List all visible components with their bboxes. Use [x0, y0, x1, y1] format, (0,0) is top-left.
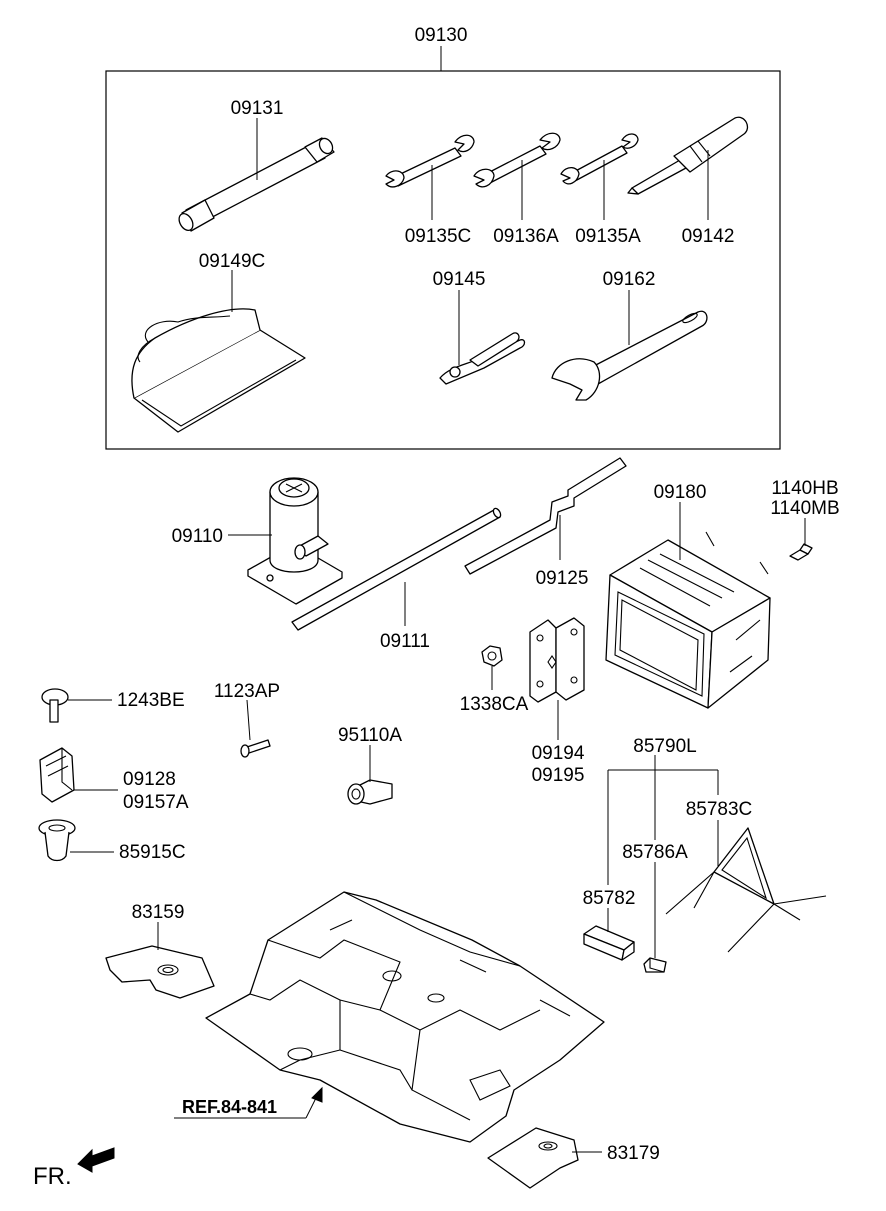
- jack-case-part: [605, 531, 771, 709]
- bolt-1243be-part: [41, 688, 69, 723]
- label-85915c[interactable]: 85915C: [119, 842, 186, 863]
- nut-1338ca-part: [481, 645, 503, 667]
- label-83179[interactable]: 83179: [607, 1143, 660, 1164]
- jack-rod-part: [464, 457, 627, 575]
- rear-mat-part: [487, 1127, 579, 1189]
- label-09128[interactable]: 09128: [123, 769, 176, 790]
- label-95110a[interactable]: 95110A: [338, 725, 402, 746]
- ref-arrow-icon: [311, 1086, 323, 1103]
- adjustable-wrench-part: [551, 310, 708, 401]
- extension-bar-part: [178, 137, 335, 232]
- wrench-09135a-part: [560, 133, 639, 185]
- label-09157a[interactable]: 09157A: [123, 792, 189, 813]
- label-1243be[interactable]: 1243BE: [117, 690, 185, 711]
- label-09145[interactable]: 09145: [433, 269, 486, 290]
- triangle-pad-part: [583, 925, 635, 961]
- label-1338ca[interactable]: 1338CA: [460, 694, 529, 715]
- label-09194[interactable]: 09194: [532, 743, 585, 764]
- label-09135a[interactable]: 09135A: [575, 226, 641, 247]
- front-mat-part: [105, 945, 215, 999]
- clip-part: [39, 747, 75, 803]
- jack-handle-part: [291, 507, 502, 631]
- floor-panel-part: [205, 891, 605, 1143]
- bolt-1140-part: [789, 543, 813, 561]
- label-83159[interactable]: 83159: [132, 902, 185, 923]
- front-arrow-icon: [77, 1147, 115, 1173]
- label-85790l[interactable]: 85790L: [633, 736, 696, 757]
- grommet-part: [38, 819, 76, 862]
- tool-kit-frame: [105, 70, 781, 450]
- label-09130[interactable]: 09130: [415, 25, 468, 46]
- label-09142[interactable]: 09142: [682, 226, 735, 247]
- label-85783c[interactable]: 85783C: [686, 799, 753, 820]
- warning-triangle-part: [665, 827, 827, 953]
- wrench-09135c-part: [385, 134, 475, 188]
- label-09180[interactable]: 09180: [654, 482, 707, 503]
- front-label: FR.: [33, 1163, 72, 1190]
- label-09149c[interactable]: 09149C: [199, 251, 266, 272]
- label-09131[interactable]: 09131: [231, 98, 284, 119]
- label-09162[interactable]: 09162: [603, 269, 656, 290]
- jack-part: [247, 477, 343, 605]
- fastener-95110a-part: [347, 779, 393, 805]
- label-09110[interactable]: 09110: [172, 526, 223, 547]
- bracket-part: [529, 617, 585, 703]
- screwdriver-part: [627, 116, 749, 195]
- wrench-09136a-part: [473, 132, 561, 188]
- label-09136a[interactable]: 09136A: [493, 226, 559, 247]
- triangle-case-part: [643, 957, 667, 973]
- pliers-part: [439, 332, 526, 385]
- label-1123ap[interactable]: 1123AP: [214, 681, 280, 702]
- bolt-1123ap-part: [240, 739, 271, 758]
- tool-bag-part: [131, 308, 306, 433]
- ref-label[interactable]: REF.84-841: [182, 1097, 277, 1117]
- label-09195[interactable]: 09195: [532, 765, 585, 786]
- label-85786a[interactable]: 85786A: [622, 842, 688, 863]
- label-85782[interactable]: 85782: [583, 888, 636, 909]
- label-09135c[interactable]: 09135C: [405, 226, 472, 247]
- label-09111[interactable]: 09111: [380, 631, 430, 652]
- label-09125[interactable]: 09125: [536, 568, 589, 589]
- label-1140mb[interactable]: 1140MB: [770, 498, 839, 519]
- label-1140hb[interactable]: 1140HB: [771, 478, 838, 499]
